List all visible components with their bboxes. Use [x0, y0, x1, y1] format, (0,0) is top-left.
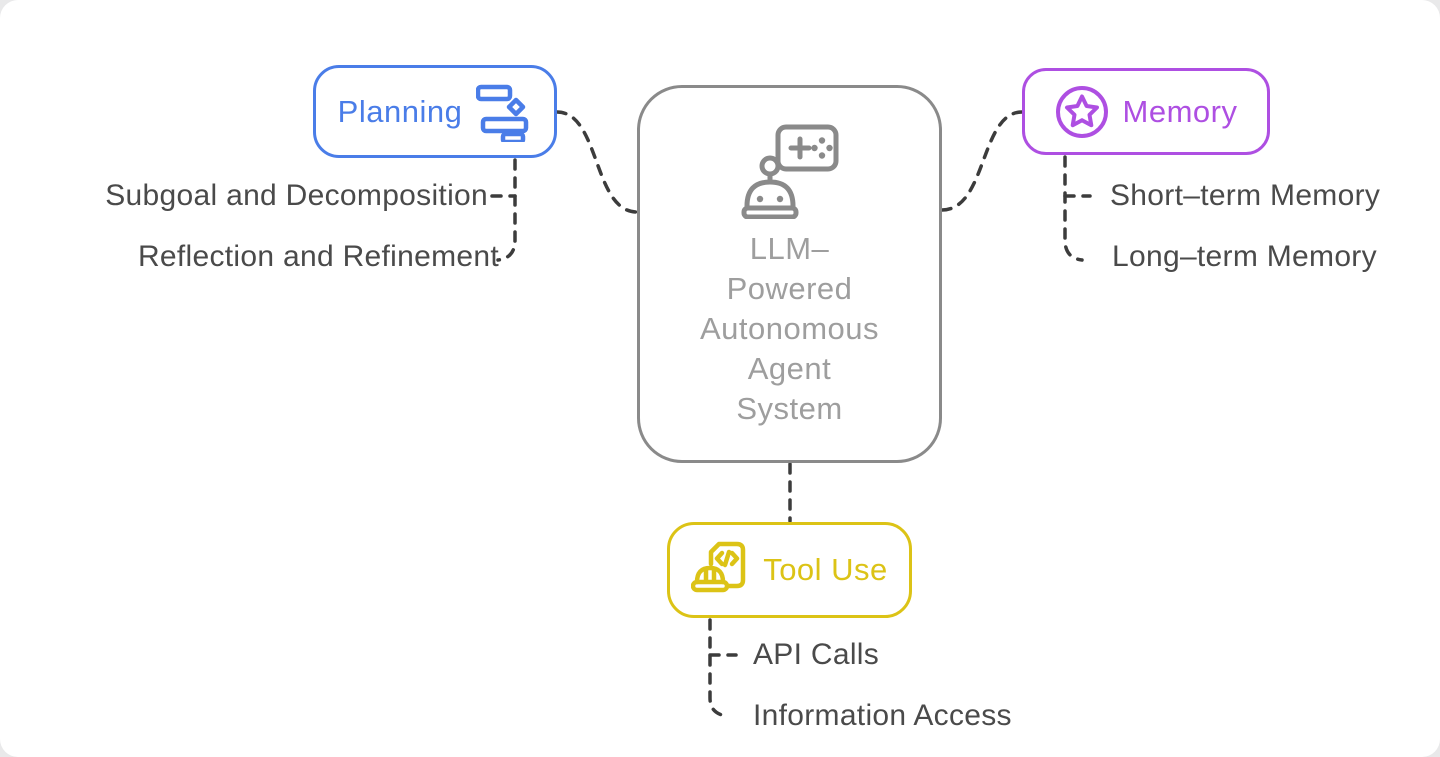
- code-document-hardhat-icon: [691, 541, 746, 593]
- center-title-line: Autonomous: [699, 311, 880, 346]
- tool-use-label: Tool Use: [763, 552, 888, 587]
- gantt-chart-icon: [476, 84, 529, 142]
- label-long-term-memory: Long–term Memory: [1112, 240, 1377, 273]
- memory-label: Memory: [1122, 93, 1238, 129]
- node-tool-use: Tool Use: [667, 522, 912, 618]
- node-planning: Planning: [313, 65, 557, 158]
- center-title-line: LLM–: [749, 231, 830, 266]
- connector-planning-branch-trunk: [496, 158, 517, 262]
- label-subgoal-and-decomposition: Subgoal and Decomposition: [105, 179, 488, 212]
- center-title-line: System: [736, 391, 843, 426]
- center-title-line: Agent: [747, 351, 832, 386]
- planning-label: Planning: [337, 93, 463, 129]
- label-information-access: Information Access: [753, 699, 1012, 732]
- center-title: LLM– Powered Autonomous Agent System: [700, 229, 879, 429]
- star-circle-icon: [1055, 85, 1108, 138]
- node-llm-agent-system: LLM– Powered Autonomous Agent System: [637, 85, 942, 463]
- node-memory: Memory: [1022, 68, 1270, 155]
- center-title-line: Powered: [726, 271, 853, 306]
- label-api-calls: API Calls: [753, 638, 880, 671]
- label-reflection-and-refinement: Reflection and Refinement: [137, 240, 499, 273]
- connector-center-to-memory: [940, 110, 1024, 212]
- connector-planning-to-center: [555, 110, 639, 214]
- connector-memory-branch-trunk: [1063, 155, 1084, 262]
- robot-gamepad-icon: [741, 124, 838, 219]
- label-short-term-memory: Short–term Memory: [1110, 179, 1381, 212]
- connector-tool-branch-trunk: [708, 618, 729, 718]
